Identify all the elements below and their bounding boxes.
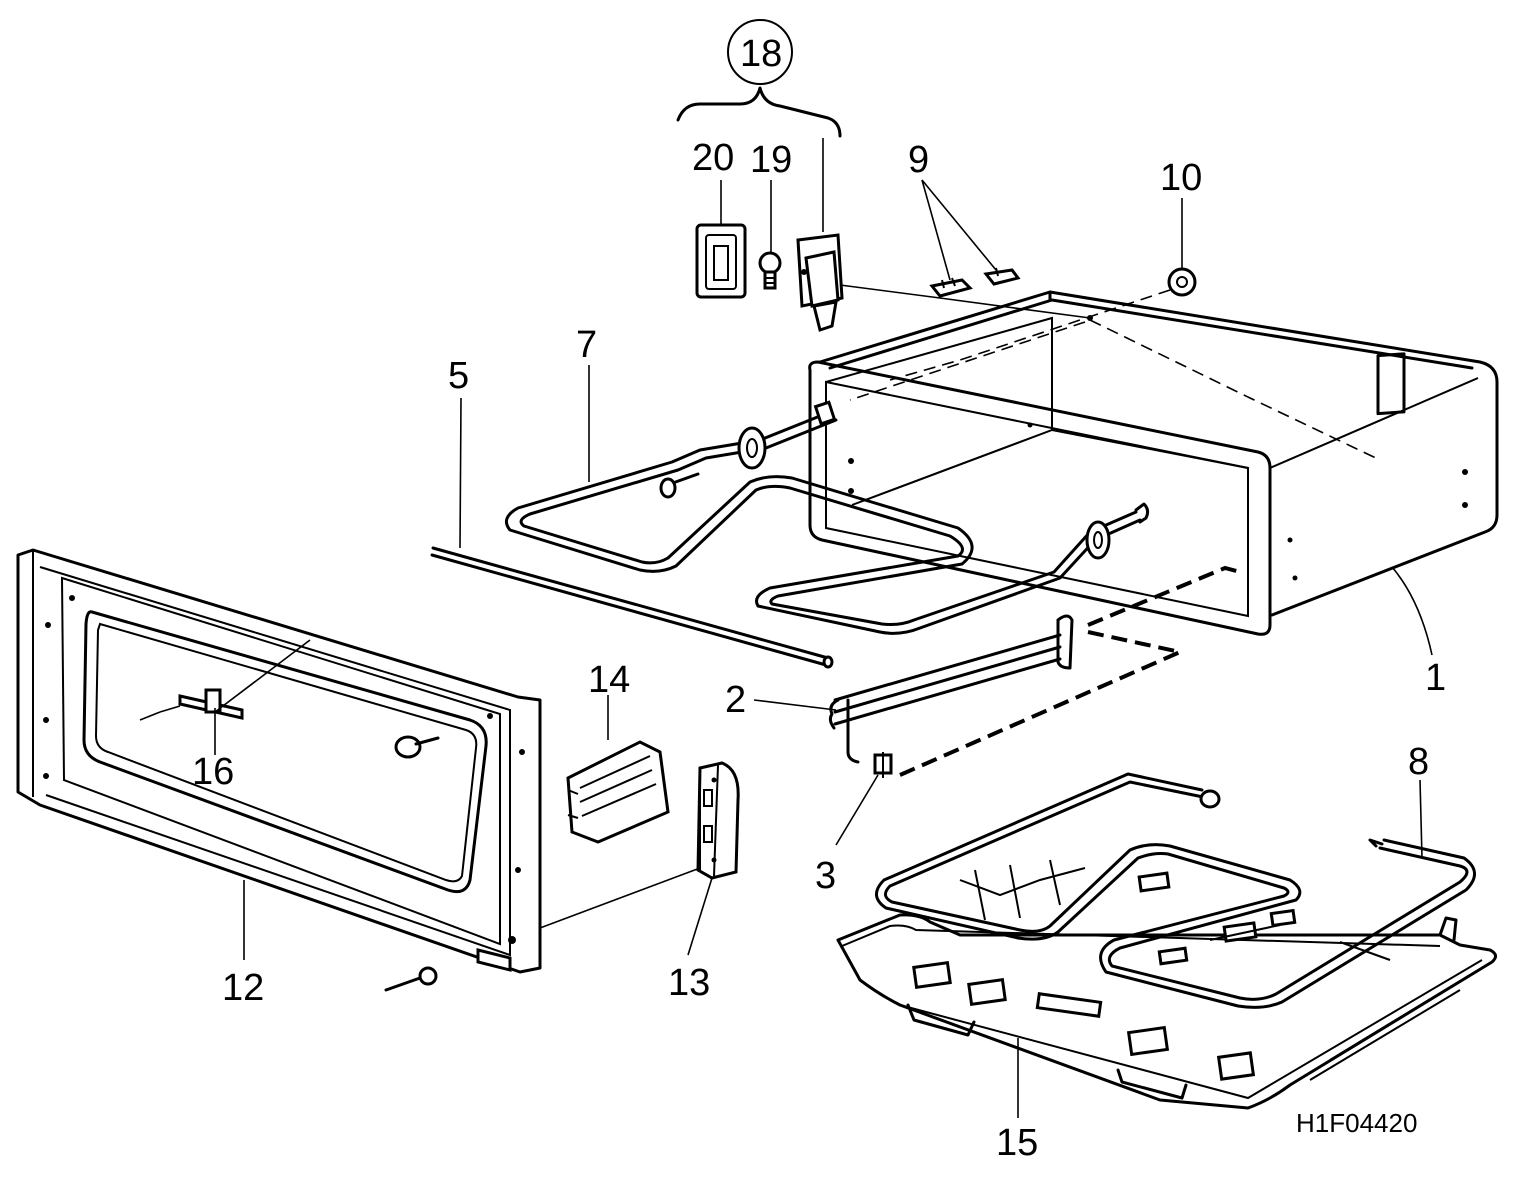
label-5: 5 bbox=[448, 355, 469, 397]
label-10: 10 bbox=[1160, 157, 1202, 199]
leader-16-line bbox=[214, 639, 311, 713]
label-2: 2 bbox=[725, 679, 746, 721]
leader-1 bbox=[1391, 566, 1433, 656]
part-10-nut bbox=[1167, 267, 1197, 297]
leader-8 bbox=[1419, 779, 1423, 859]
leader-9a bbox=[921, 179, 951, 281]
label-7: 7 bbox=[576, 324, 597, 366]
label-13: 13 bbox=[668, 962, 710, 1004]
label-12: 12 bbox=[222, 967, 264, 1009]
part-8-lower-heating-element bbox=[875, 772, 1476, 1009]
leader-lines bbox=[214, 86, 1433, 1118]
part-19-bulb bbox=[758, 251, 782, 290]
label-16: 16 bbox=[192, 751, 234, 793]
leader-3 bbox=[835, 774, 879, 846]
part-12-door-frame bbox=[16, 548, 542, 992]
shelf-outline-lower bbox=[899, 630, 1187, 777]
label-14: 14 bbox=[588, 659, 630, 701]
label-3: 3 bbox=[815, 855, 836, 897]
label-8: 8 bbox=[1408, 741, 1429, 783]
leader-13 bbox=[687, 877, 713, 956]
part-15-bottom-tray bbox=[836, 913, 1497, 1110]
shelf-outline bbox=[1087, 565, 1241, 627]
part-18-lamp-holder bbox=[796, 233, 1091, 332]
label-20: 20 bbox=[692, 137, 734, 179]
brace-18 bbox=[676, 86, 842, 138]
leader-2 bbox=[753, 699, 837, 711]
part-2-shelf-support bbox=[828, 614, 1074, 764]
leader-9b bbox=[921, 179, 997, 271]
label-9: 9 bbox=[908, 139, 929, 181]
part-20-lamp-cover bbox=[695, 223, 747, 299]
part-14-bracket-plate bbox=[566, 740, 670, 844]
part-3-clip bbox=[873, 752, 893, 778]
drawing-code: H1F04420 bbox=[1296, 1108, 1417, 1138]
part-1-oven-cavity bbox=[808, 290, 1499, 636]
leader-5 bbox=[459, 397, 462, 549]
label-1: 1 bbox=[1425, 657, 1446, 699]
label-15: 15 bbox=[996, 1122, 1038, 1164]
part-13-hinge bbox=[539, 761, 740, 929]
part-9-clips bbox=[929, 267, 1021, 298]
label-19: 19 bbox=[750, 139, 792, 181]
assembly-line-lamp bbox=[1089, 319, 1381, 461]
assembly-line-10 bbox=[889, 289, 1171, 381]
part-7-upper-heating-element bbox=[504, 400, 1150, 635]
label-18-circle bbox=[727, 19, 793, 85]
assembly-line-box bbox=[849, 321, 1086, 401]
callout-labels: 1 2 3 5 7 8 9 10 12 13 14 15 16 20 19 18… bbox=[192, 19, 1446, 1164]
part-5-rod bbox=[430, 546, 834, 669]
label-18: 18 bbox=[740, 33, 782, 75]
